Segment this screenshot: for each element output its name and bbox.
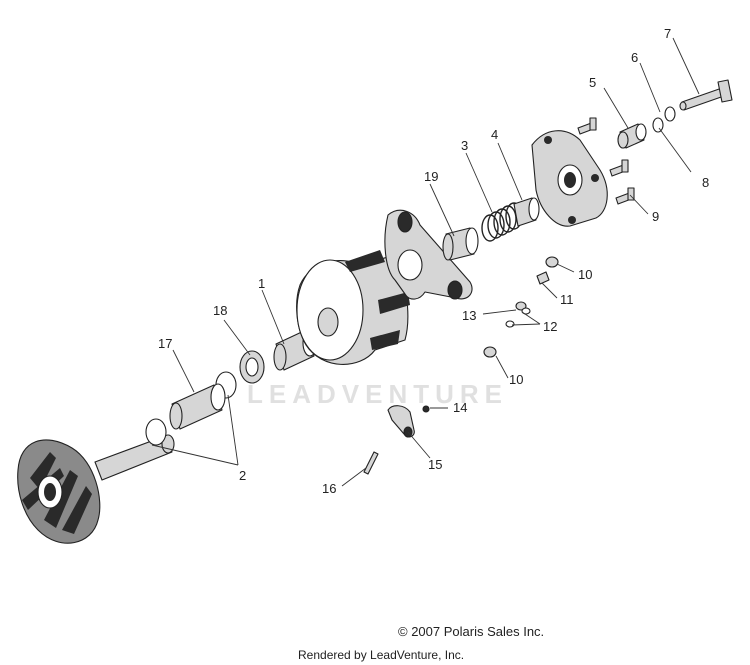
callout-7: 7 [664,26,671,41]
shift-weight-assembly [363,405,430,475]
callout-17: 17 [158,336,172,351]
callout-13: 13 [462,308,476,323]
callout-9: 9 [652,209,659,224]
rendered-by-text: Rendered by LeadVenture, Inc. [298,648,465,662]
callout-6: 6 [631,50,638,65]
clutch-cover [531,130,608,227]
callout-4: 4 [491,127,498,142]
callout-10-lower: 10 [509,372,523,387]
cover-washers [652,106,676,133]
callout-10-upper: 10 [578,267,592,282]
snap-ring-lower [145,418,167,446]
callout-15: 15 [428,457,442,472]
callout-numbers: 1 2 3 4 5 6 7 8 9 10 10 11 12 13 14 15 1… [158,26,709,496]
watermark-text: LEADVENTURE [247,379,508,409]
callout-2: 2 [239,468,246,483]
cover-spacer [617,123,647,149]
moveable-sheave [296,250,410,365]
cover-bolts [577,117,635,205]
callout-19: 19 [424,169,438,184]
shaft-bushing [169,383,226,430]
copyright-text: © 2007 Polaris Sales Inc. [398,624,545,639]
long-bolt [679,79,733,111]
spider-bushing [442,227,479,261]
callout-8: 8 [702,175,709,190]
leader-lines [151,37,700,487]
spring-seat-ring [513,197,540,227]
callout-16: 16 [322,481,336,496]
callout-3: 3 [461,138,468,153]
rollers-and-pins [483,256,559,358]
spacer-washer [239,350,265,384]
callout-14: 14 [453,400,467,415]
callout-1: 1 [258,276,265,291]
fixed-sheave-shaft [17,434,175,544]
callout-11: 11 [560,292,574,307]
callout-5: 5 [589,75,596,90]
spider [384,209,473,300]
callout-18: 18 [213,303,227,318]
callout-12: 12 [543,319,557,334]
